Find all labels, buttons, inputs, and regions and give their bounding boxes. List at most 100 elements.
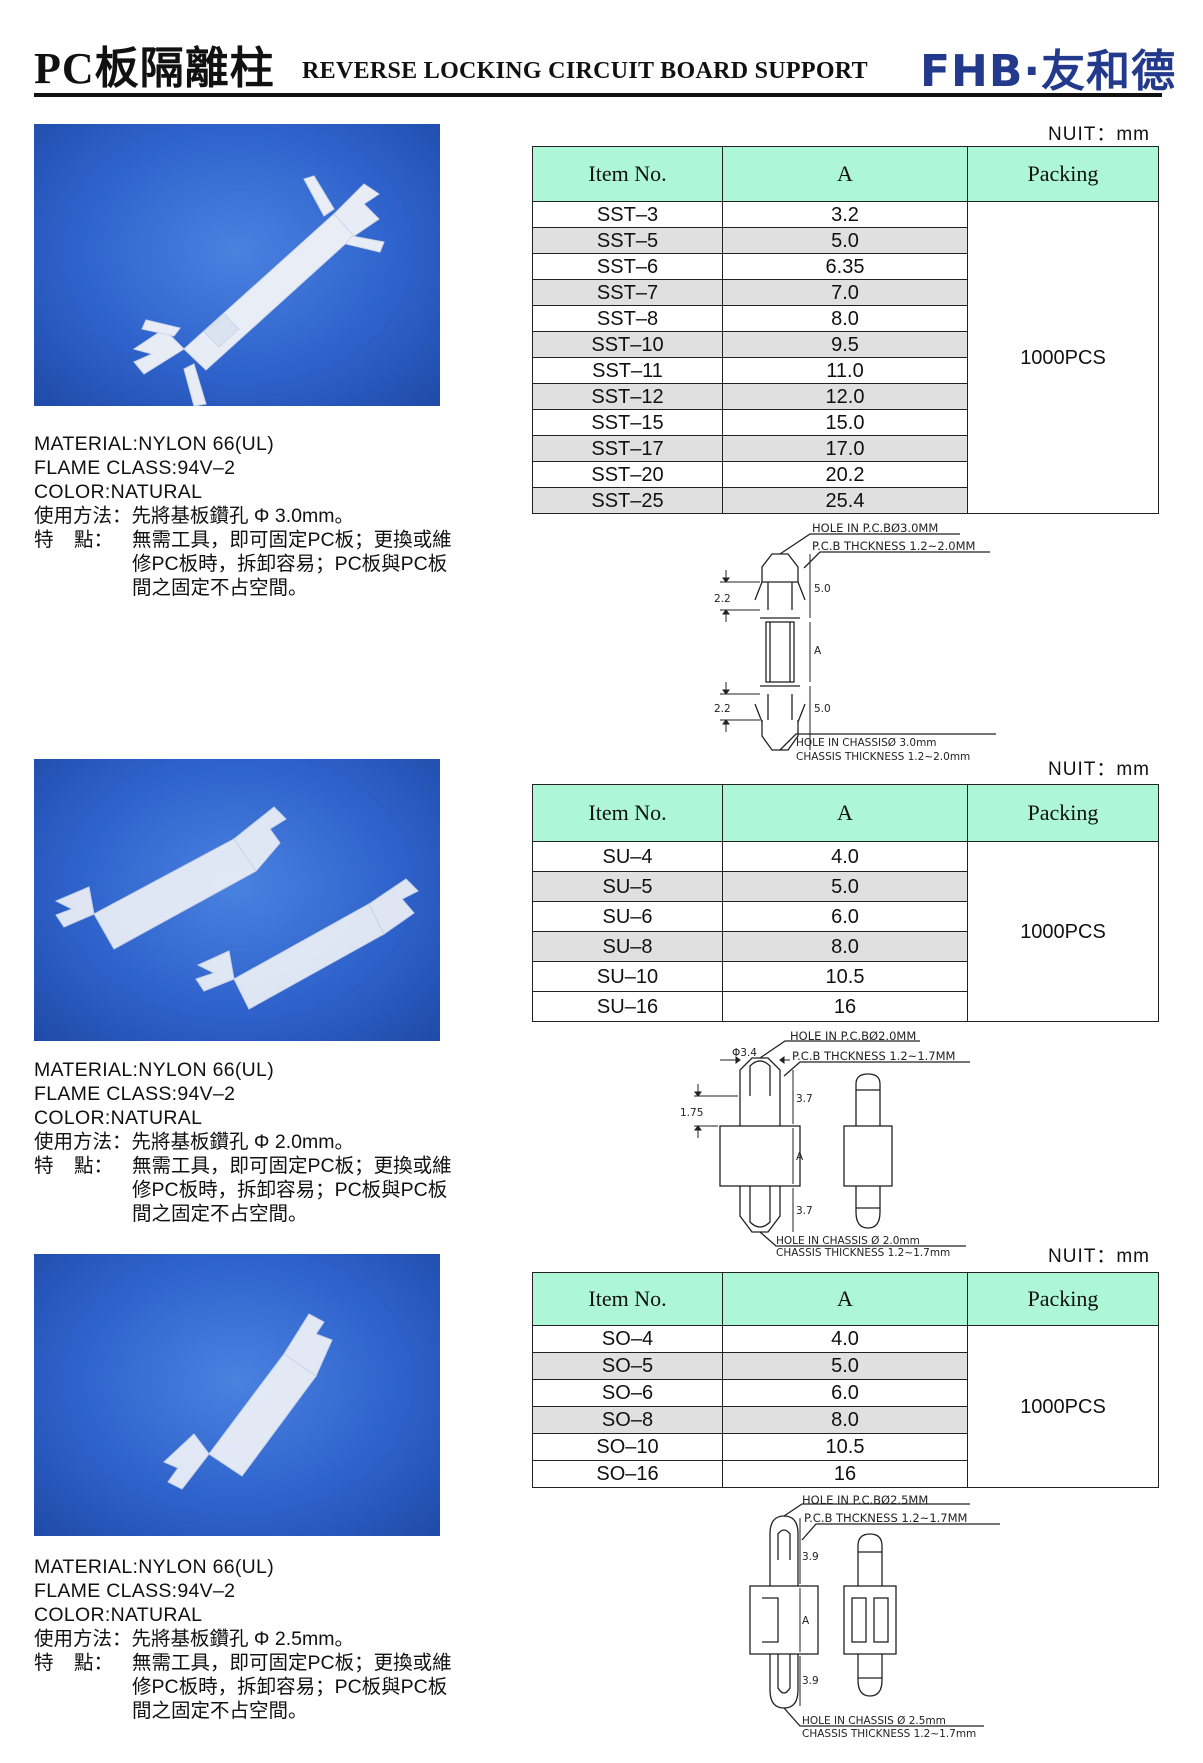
item-cell: SST–11: [532, 357, 723, 384]
product-photo-sst: [34, 124, 440, 406]
feature-label: 特點：: [34, 1651, 132, 1723]
a-cell: 8.0: [722, 931, 968, 962]
usage-line: 使用方法： 先將基板鑽孔 Φ 2.5mm。: [34, 1627, 454, 1651]
item-cell: SST–3: [532, 201, 723, 228]
usage-label: 使用方法：: [34, 1131, 132, 1153]
color-text: COLOR:NATURAL: [34, 481, 203, 503]
feature-text: 無需工具，即可固定PC板；更換或維修PC板時，拆卸容易；PC板與PC板間之固定不…: [132, 529, 452, 599]
drawing-su: HOLE IN P.C.BØ2.0MM P.C.B THCKNESS 1.2~1…: [680, 1029, 1000, 1259]
table-row: SO–4 4.0 1000PCS: [532, 1325, 1159, 1488]
flame-class-text: FLAME CLASS:94V–2: [34, 1083, 236, 1105]
feature-label-b: 點：: [74, 1155, 114, 1177]
item-cell: SST–7: [532, 279, 723, 306]
color-text: COLOR:NATURAL: [34, 1107, 203, 1129]
item-cell: SST–25: [532, 487, 723, 514]
a-cell: 12.0: [722, 383, 968, 410]
item-cell: SST–12: [532, 383, 723, 410]
packing-cell: 1000PCS: [967, 841, 1159, 1022]
dim-bottom: 2.2: [714, 703, 731, 715]
a-cell: 7.0: [722, 279, 968, 306]
usage-line: 使用方法： 先將基板鑽孔 Φ 3.0mm。: [34, 504, 454, 528]
feature-label: 特點：: [34, 1154, 132, 1226]
a-cell: 4.0: [722, 1325, 968, 1353]
hole-pcb-label: HOLE IN P.C.BØ2.0MM: [790, 1029, 916, 1043]
specs-su: MATERIAL:NYLON 66(UL) FLAME CLASS:94V–2 …: [34, 1058, 454, 1226]
chassis-thickness-label: CHASSIS THICKNESS 1.2~1.7mm: [776, 1247, 950, 1259]
hole-chassis-label: HOLE IN CHASSIS Ø 2.0mm: [776, 1235, 920, 1247]
a-cell: 5.0: [722, 1352, 968, 1380]
item-cell: SST–10: [532, 331, 723, 358]
drawing-so: HOLE IN P.C.BØ2.5MM P.C.B THCKNESS 1.2~1…: [740, 1493, 1040, 1740]
hole-pcb-label: HOLE IN P.C.BØ3.0MM: [812, 521, 938, 535]
usage-text: 先將基板鑽孔 Φ 3.0mm。: [131, 505, 355, 527]
page-title-en: REVERSE LOCKING CIRCUIT BOARD SUPPORT: [302, 58, 868, 84]
a-cell: 11.0: [722, 357, 968, 384]
table-header-row: Item No. A Packing: [532, 784, 1159, 842]
item-cell: SO–16: [532, 1460, 723, 1488]
table-header-row: Item No. A Packing: [532, 1272, 1159, 1326]
brand-logo: FHB·友和德: [920, 46, 1177, 97]
dim-side: 1.75: [680, 1107, 703, 1119]
item-cell: SO–4: [532, 1325, 723, 1353]
a-cell: 10.5: [722, 1433, 968, 1461]
usage-label: 使用方法：: [34, 505, 132, 527]
a-cell: 10.5: [722, 961, 968, 992]
material-text: MATERIAL:NYLON 66(UL): [34, 1059, 274, 1081]
a-cell: 6.0: [722, 901, 968, 932]
table-row: SST–3 3.2 1000PCS: [532, 201, 1159, 514]
color-text: COLOR:NATURAL: [34, 1604, 203, 1626]
feature-text: 無需工具，即可固定PC板；更換或維修PC板時，拆卸容易；PC板與PC板間之固定不…: [132, 1652, 452, 1722]
chassis-thickness-label: CHASSIS THICKNESS 1.2~2.0mm: [796, 751, 970, 763]
feature-label-b: 點：: [74, 1652, 114, 1674]
packing-cell: 1000PCS: [967, 1325, 1159, 1488]
dim-top-len: 3.7: [796, 1093, 813, 1105]
dim-bottom-len: 3.9: [802, 1675, 819, 1687]
specs-sst: MATERIAL:NYLON 66(UL) FLAME CLASS:94V–2 …: [34, 432, 454, 600]
dim-dia: Φ3.4: [732, 1047, 757, 1059]
item-cell: SST–20: [532, 461, 723, 488]
dim-bottom-len: 3.7: [796, 1205, 813, 1217]
a-cell: 3.2: [722, 201, 968, 228]
specs-so: MATERIAL:NYLON 66(UL) FLAME CLASS:94V–2 …: [34, 1555, 454, 1723]
a-cell: 16: [722, 1460, 968, 1488]
col-header-a: A: [722, 146, 968, 202]
header-rule: [34, 93, 1162, 97]
product-photo-so: [34, 1254, 440, 1536]
feature-label-a: 特: [34, 1155, 54, 1177]
col-header-item: Item No.: [532, 784, 723, 842]
col-header-item: Item No.: [532, 1272, 723, 1326]
a-cell: 25.4: [722, 487, 968, 514]
a-cell: 9.5: [722, 331, 968, 358]
table-header-row: Item No. A Packing: [532, 146, 1159, 202]
pcb-thickness-label: P.C.B THCKNESS 1.2~2.0MM: [812, 539, 975, 553]
item-cell: SO–8: [532, 1406, 723, 1434]
product-photo-su: [34, 759, 440, 1041]
feature-text: 無需工具，即可固定PC板；更換或維修PC板時，拆卸容易；PC板與PC板間之固定不…: [132, 1155, 452, 1225]
col-header-packing: Packing: [967, 784, 1159, 842]
item-cell: SST–15: [532, 409, 723, 436]
col-header-packing: Packing: [967, 1272, 1159, 1326]
usage-label: 使用方法：: [34, 1628, 132, 1650]
a-cell: 8.0: [722, 1406, 968, 1434]
a-cell: 17.0: [722, 435, 968, 462]
a-cell: 8.0: [722, 305, 968, 332]
item-cell: SST–17: [532, 435, 723, 462]
item-cell: SST–6: [532, 253, 723, 280]
drawing-sst: HOLE IN P.C.BØ3.0MM P.C.B THCKNESS 1.2~2…: [700, 521, 1020, 763]
item-cell: SU–5: [532, 871, 723, 902]
dim-top-len: 5.0: [814, 583, 831, 595]
item-cell: SU–4: [532, 841, 723, 872]
dim-top: 2.2: [714, 593, 731, 605]
